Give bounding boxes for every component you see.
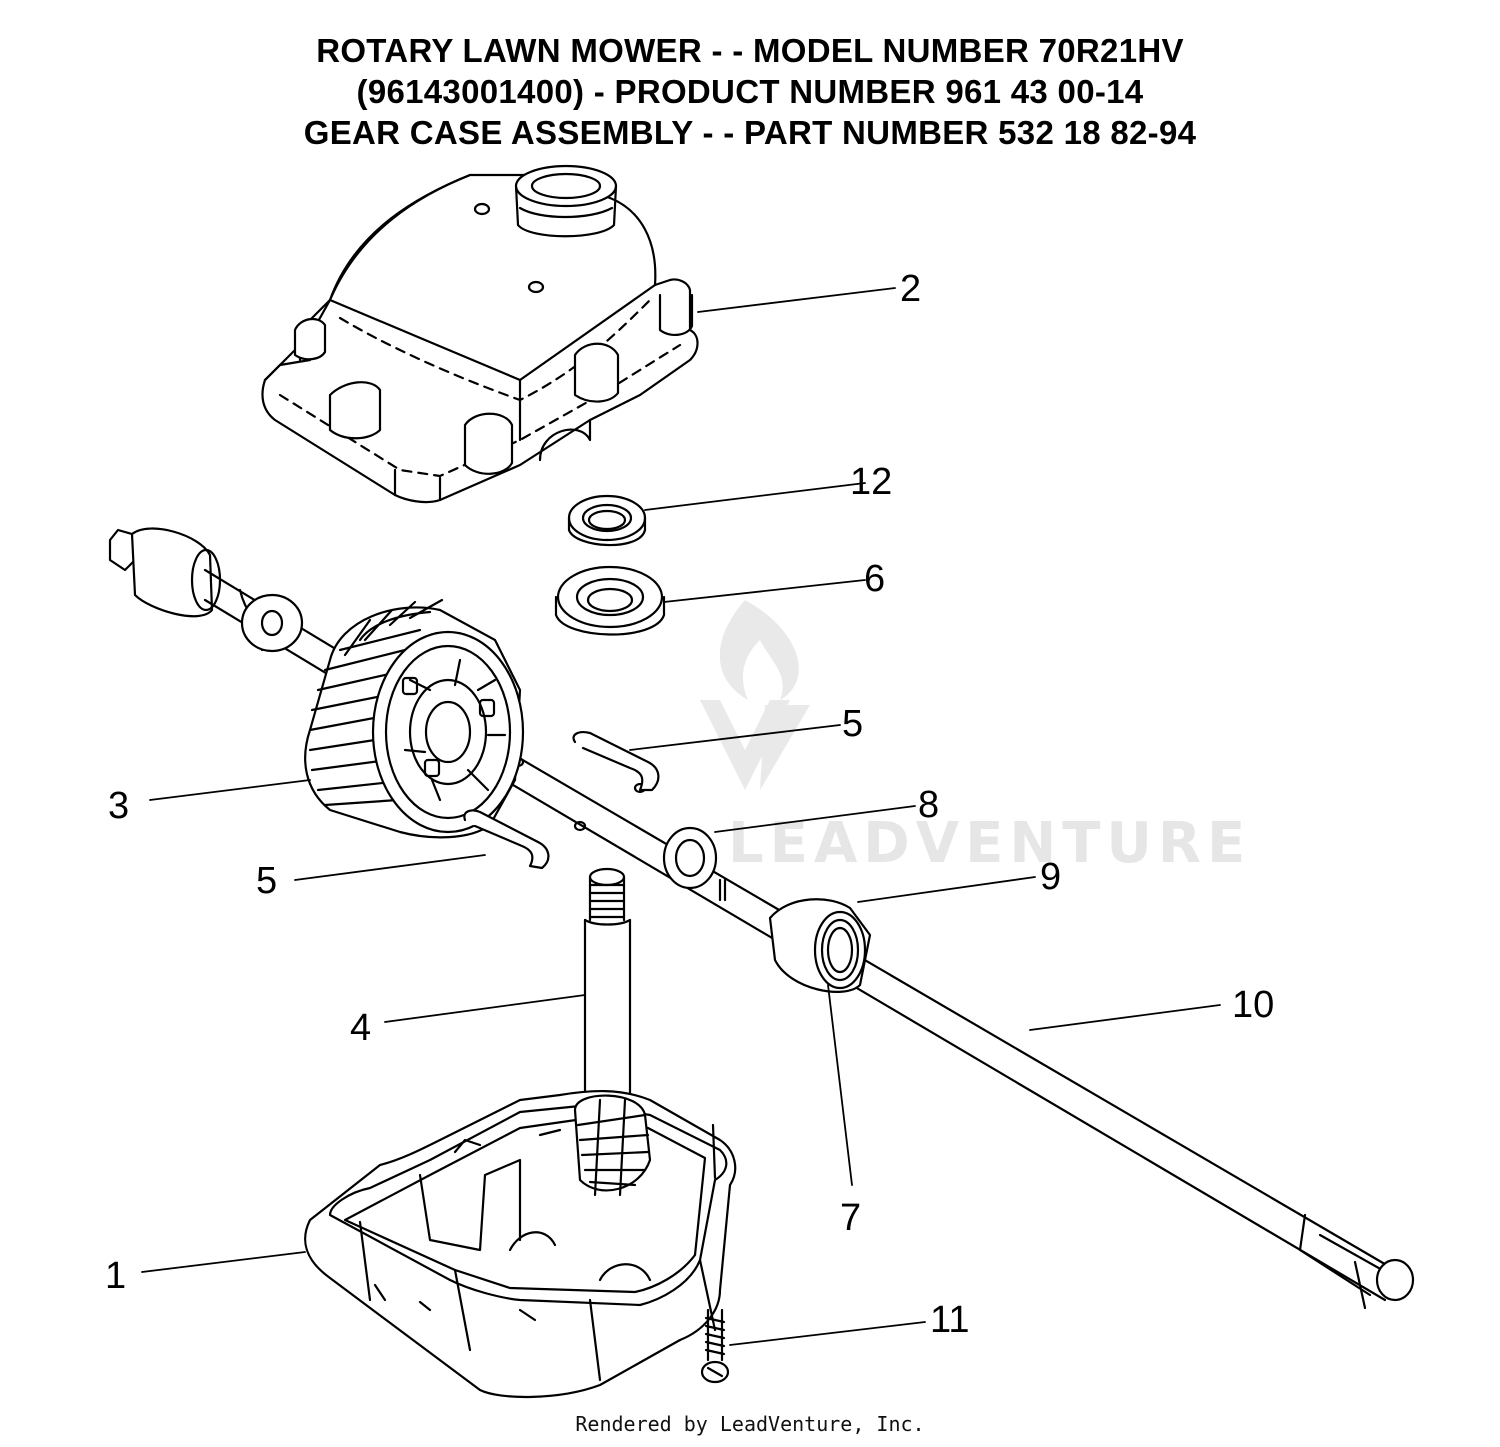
title-line-2: (96143001400) - PRODUCT NUMBER 961 43 00… [356,73,1144,110]
title-line-3: GEAR CASE ASSEMBLY - - PART NUMBER 532 1… [303,114,1197,151]
part-12-bearing[interactable] [567,494,647,547]
title-line-1: ROTARY LAWN MOWER - - MODEL NUMBER 70R21… [316,32,1184,69]
part-9-bushing[interactable] [768,898,872,993]
callout-1: 1 [105,1255,126,1297]
part-3-bevel-gear[interactable] [304,598,525,839]
callout-8: 8 [918,784,939,826]
callout-4: 4 [350,1007,371,1049]
callout-6: 6 [864,558,885,600]
callout-2: 2 [900,268,921,310]
part-5-pin-lower[interactable] [463,809,550,870]
watermark-logo-icon [700,600,810,790]
part-5-pin-upper[interactable] [572,731,660,792]
rendered-by-footer: Rendered by LeadVenture, Inc. [575,1412,925,1436]
callout-5-upper: 5 [842,703,863,745]
callout-11: 11 [930,1299,969,1341]
diagram-title: ROTARY LAWN MOWER - - MODEL NUMBER 70R21… [0,30,1500,153]
callout-3: 3 [108,785,129,827]
part-7-bearing[interactable] [820,918,860,982]
part-10-axle-shaft[interactable] [108,527,1415,1310]
part-2-gear-case-cover[interactable] [261,164,699,504]
part-1-gear-case-housing[interactable] [304,1090,737,1399]
callout-12: 12 [850,461,892,503]
leadventure-watermark: LEADVENTURE [700,600,1251,876]
part-6-bearing[interactable] [554,565,666,636]
leader-lines [141,287,1221,1346]
watermark-text: LEADVENTURE [728,811,1251,876]
part-4-pinion-shaft[interactable] [583,867,632,1112]
callout-10: 10 [1232,984,1274,1026]
callout-9: 9 [1040,856,1061,898]
callout-5-lower: 5 [256,860,277,902]
part-8-washer[interactable] [662,826,718,890]
callout-numbers: 2 12 6 5 3 8 5 9 4 10 7 1 11 [105,268,1274,1341]
part-11-screw[interactable] [700,1308,730,1384]
callout-7: 7 [840,1197,861,1239]
